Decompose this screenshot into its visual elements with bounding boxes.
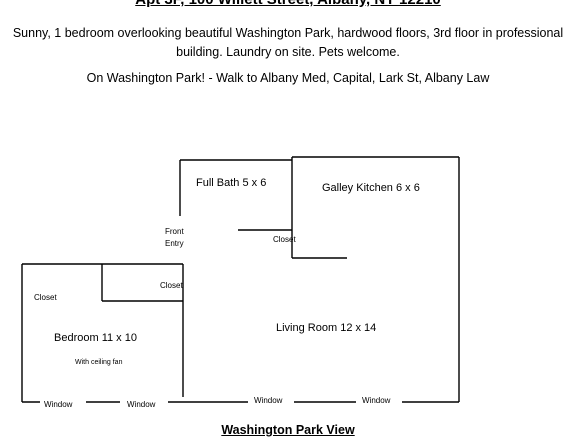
view-label: Washington Park View bbox=[221, 423, 355, 437]
room-label-bedroom: Bedroom 11 x 10 bbox=[54, 332, 137, 344]
label-closet-bedroom-right: Closet bbox=[160, 281, 183, 290]
room-label-living-room: Living Room 12 x 14 bbox=[276, 322, 376, 334]
label-closet-hall: Closet bbox=[273, 235, 296, 244]
label-closet-bedroom-left: Closet bbox=[34, 293, 57, 302]
description-line-2: building. Laundry on site. Pets welcome. bbox=[176, 45, 400, 59]
walls bbox=[21, 156, 460, 402]
listing-description: Sunny, 1 bedroom overlooking beautiful W… bbox=[0, 24, 576, 62]
window-label-2: Window bbox=[127, 400, 156, 409]
label-front: Front bbox=[165, 227, 184, 236]
listing-title: Apt 3F, 100 Willett Street, Albany, NY 1… bbox=[0, 0, 576, 8]
room-label-galley-kitchen: Galley Kitchen 6 x 6 bbox=[322, 182, 420, 194]
listing-tagline: On Washington Park! - Walk to Albany Med… bbox=[86, 71, 490, 85]
room-note-ceiling-fan: With ceiling fan bbox=[75, 359, 123, 366]
label-entry: Entry bbox=[165, 239, 184, 248]
room-label-full-bath: Full Bath 5 x 6 bbox=[196, 177, 266, 189]
window-label-3: Window bbox=[254, 396, 283, 405]
window-label-1: Window bbox=[44, 400, 73, 409]
description-line-1: Sunny, 1 bedroom overlooking beautiful W… bbox=[12, 26, 564, 40]
window-label-4: Window bbox=[362, 396, 391, 405]
